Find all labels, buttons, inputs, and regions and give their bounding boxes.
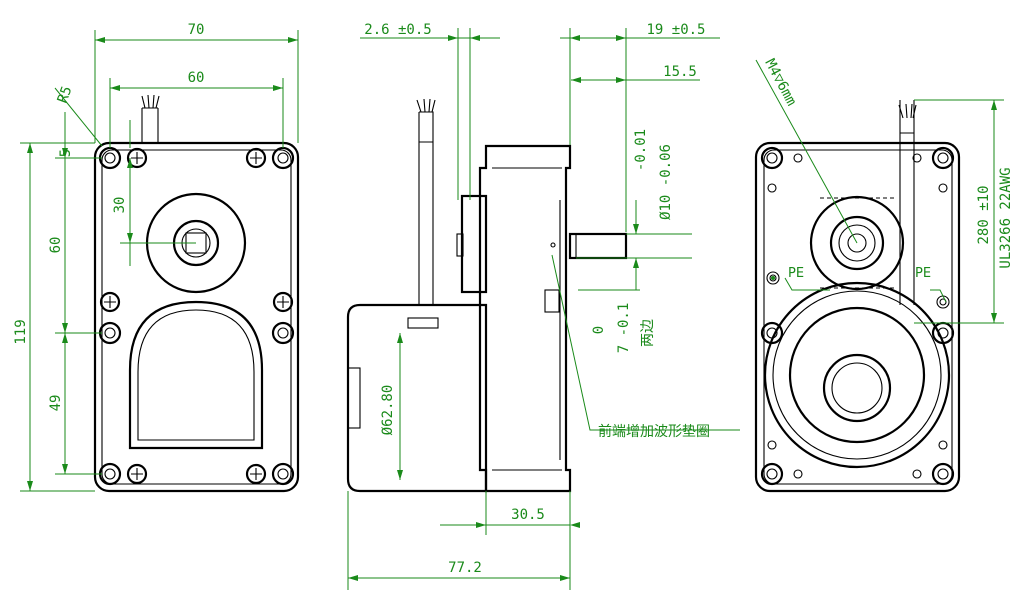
label-flat-zero: 0	[591, 326, 607, 334]
lead-wire	[141, 107, 159, 143]
lead-wire-side	[418, 141, 434, 305]
label-30: 30	[112, 197, 128, 214]
label-thread-spec: M4▽6mm	[761, 56, 799, 108]
label-washer-note: 前端增加波形垫圈	[598, 423, 710, 440]
dimension-labels: 70 60 R5 5 30 60 119 49 2.6 ±0.5 19 ±0.5…	[13, 22, 1014, 576]
cover-window	[128, 300, 264, 450]
motor-body	[346, 303, 488, 493]
label-119: 119	[13, 319, 29, 344]
rear-corner-holes	[760, 146, 955, 486]
label-flat-note: 两边	[640, 319, 656, 347]
gearbox-inner-outline	[101, 149, 292, 485]
rear-view-dimensions	[755, 59, 1004, 324]
label-gearbox-depth: 30.5	[511, 507, 545, 523]
label-width-60: 60	[188, 70, 205, 86]
label-shaft-length: 19 ±0.5	[646, 22, 705, 38]
label-pe-right: PE	[915, 266, 931, 281]
rear-boss	[809, 195, 905, 291]
label-shaft-flat: 15.5	[663, 64, 697, 80]
label-shaft-tol: -0.01	[633, 129, 649, 171]
label-r5: R5	[55, 84, 76, 105]
gearbox-outline	[93, 141, 300, 493]
gearbox-side	[478, 144, 572, 493]
screws	[99, 147, 294, 485]
label-5: 5	[58, 149, 74, 157]
front-view	[93, 94, 300, 493]
output-shaft-side	[568, 232, 628, 260]
label-motor-diameter: Ø62.80	[380, 385, 396, 436]
flange	[460, 194, 488, 294]
label-pe-left: PE	[788, 266, 804, 281]
rear-gearbox-outline	[754, 141, 961, 493]
motor-rear	[763, 281, 951, 469]
label-width-70: 70	[188, 22, 205, 38]
label-flange-thickness: 2.6 ±0.5	[364, 22, 431, 38]
label-flat-depth: 7 -0.1	[616, 303, 632, 354]
label-total-depth: 77.2	[448, 560, 482, 576]
label-60-vertical: 60	[48, 237, 64, 254]
label-wire-spec: UL3266 22AWG	[998, 167, 1014, 268]
label-lead-length: 280 ±10	[976, 185, 992, 244]
label-49: 49	[48, 395, 64, 412]
label-shaft-diameter: Ø10 -0.06	[658, 144, 674, 220]
side-view-dimensions	[347, 28, 740, 590]
front-view-dimensions	[20, 30, 299, 492]
rear-view	[754, 100, 961, 493]
